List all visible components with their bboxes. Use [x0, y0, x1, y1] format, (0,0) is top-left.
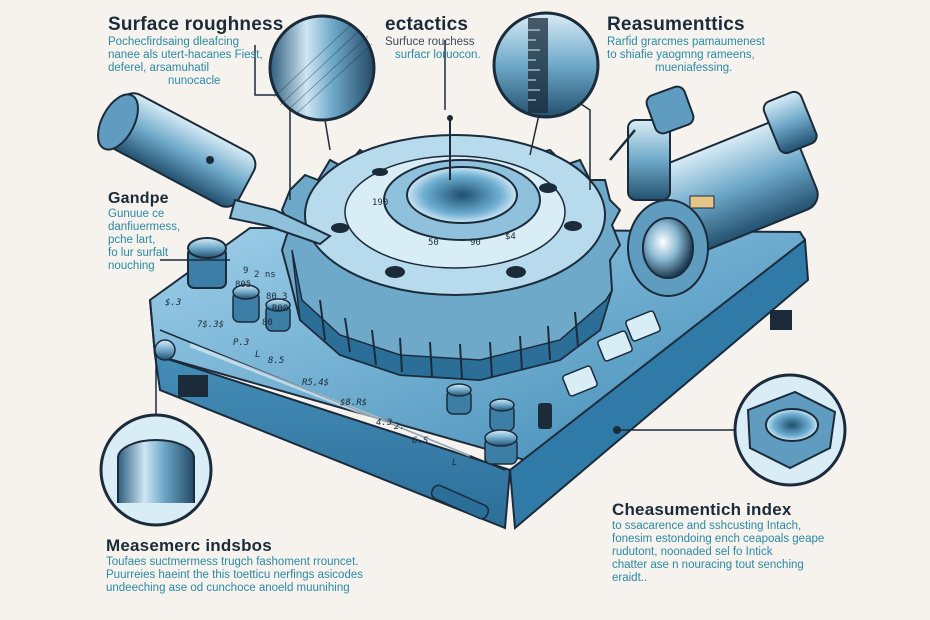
annotation-line: danfiuermess, — [108, 221, 181, 233]
knob-toggle — [538, 403, 552, 429]
bore — [406, 166, 518, 224]
panel-button-1 — [562, 365, 598, 397]
scale-label: R5,4$ — [302, 378, 330, 388]
probe-nose — [228, 198, 332, 246]
annotation-line: surfacr loruocon. — [395, 49, 481, 61]
annotation-line: mueniafessing. — [655, 62, 733, 74]
dial-number: 90 — [470, 238, 481, 248]
annotation-surface-roughness: Surface roughness Pochecfirdsaing dleafc… — [108, 14, 284, 88]
probe-screw — [206, 156, 214, 164]
head-lens — [642, 217, 694, 279]
annotation-line: deferel, arsamuhatil — [108, 62, 209, 74]
head-window — [689, 195, 715, 209]
annotation-title: Cheasumentich index — [612, 500, 792, 519]
panel-label: 2 ns — [254, 270, 276, 280]
knob-small-1 — [232, 284, 260, 323]
gear-side — [291, 249, 613, 381]
scale-label: L — [255, 350, 261, 360]
panel-label: 80 — [262, 318, 273, 328]
annotation-title: Measemerc indsbos — [106, 536, 272, 555]
knob-bottom-3 — [484, 429, 518, 465]
annotation-title: Gandpe — [108, 190, 169, 207]
annotation-line: fonesim estondoing ench ceapoals geape — [612, 533, 825, 545]
annotation-line: Puurreies haeint the this toetticu nerfi… — [106, 569, 363, 581]
annotation-line: to ssacarence and sshcusting Intach, — [612, 520, 802, 532]
head-rear — [762, 90, 818, 155]
knob-small-2 — [265, 298, 291, 332]
base-front-right — [508, 238, 810, 531]
annotation-line: Gunuue ce — [108, 208, 165, 220]
panel-label: 3 — [282, 292, 288, 302]
annotation-line: Pochecfirdsaing dleafcing — [108, 36, 240, 48]
annotation-line: undeeching ase od cunchoce anoeld muunih… — [106, 582, 350, 594]
scale-label: G.S — [412, 436, 429, 446]
annotation-reasumentics: Reasumenttics Rarfi̇d grarcmes pamaumene… — [607, 14, 765, 75]
panel-label: R00 — [272, 304, 289, 314]
annotation-measemerc: Measemerc indsbos Toufaes suctmermess tr… — [106, 536, 363, 595]
annotation-title: Reasumenttics — [607, 14, 745, 35]
annotation-line: Surfuce rouchess — [385, 36, 475, 48]
probe-cap — [97, 93, 139, 151]
scale-label: 2. — [394, 422, 405, 432]
scale-label: $8.R$ — [340, 398, 368, 408]
dial-number: 50 — [428, 238, 439, 248]
annotation-line: eraidt.. — [612, 572, 648, 584]
dial-number: $4 — [505, 232, 516, 242]
control-knobs — [187, 237, 661, 465]
panel-label: 9 — [243, 266, 249, 276]
small-probe-cap — [645, 85, 695, 135]
gear-holes — [331, 168, 582, 278]
scale-label: 4.3 — [376, 418, 393, 428]
scale-label: $.3 — [165, 298, 182, 308]
panel-button-3 — [625, 310, 661, 342]
annotation-line: fo lur surfalt — [108, 247, 169, 259]
panel-label: 80 — [266, 292, 277, 302]
knob-large — [187, 237, 227, 289]
ruler-edge-2 — [189, 343, 471, 457]
scale-label: 8.5 — [268, 356, 285, 366]
probe-tip — [447, 115, 453, 121]
annotation-ectactics: ectactics Surfuce rouchess surfacr loruo… — [385, 14, 481, 62]
annotation-line: Rarfi̇d grarcmes pamaumenest — [607, 36, 765, 48]
side-knob — [154, 339, 176, 361]
annotation-cheasument: Cheasumentich index to ssacarence and ss… — [612, 500, 824, 585]
callout-dot — [613, 426, 621, 434]
annotation-line: nanee als utert-hacanes Fiest, — [108, 49, 263, 61]
panel-button-2 — [597, 330, 633, 362]
scale-label: 7$.3$ — [197, 320, 225, 330]
small-probe-body — [627, 119, 671, 201]
detail-circle-cup — [733, 373, 847, 487]
annotation-title: Surface roughness — [108, 14, 284, 35]
right-measuring-head — [609, 85, 819, 297]
gear-assembly — [280, 115, 622, 382]
annotation-title: ectactics — [385, 14, 469, 35]
knob-bottom-1 — [446, 383, 472, 415]
annotation-line: rudutont, noonaded sel fo Intick — [612, 546, 773, 558]
base-front-left — [149, 299, 512, 530]
base-foot-left — [178, 375, 208, 397]
annotation-line: pche lart, — [108, 234, 156, 246]
detail-circle-knob — [99, 413, 213, 527]
scale-label: P.3 — [233, 338, 250, 348]
detail-circle-scale — [492, 11, 600, 119]
left-gauge-probe — [97, 92, 332, 246]
annotation-line: to shiafie yaogmng rameens, — [607, 49, 755, 61]
knob-bottom-2 — [489, 398, 515, 432]
annotation-line: chatter ase n nouracing tout senching — [612, 559, 804, 571]
base-foot-right — [770, 310, 792, 330]
annotation-line: nunocacle — [168, 75, 221, 87]
annotation-line: nouching — [108, 260, 155, 272]
gear-flank-lines — [319, 299, 579, 380]
annotation-line: Toufaes suctmermess trugch fashoment rro… — [106, 556, 359, 568]
detail-circle-surface — [268, 14, 376, 122]
side-slot — [430, 484, 490, 520]
scale-label: L — [452, 458, 458, 468]
annotation-gandpe: Gandpe Gunuue ce danfiuermess, pche lart… — [108, 190, 180, 273]
dial-number: 190 — [372, 198, 389, 208]
small-probe-tip — [609, 129, 636, 161]
panel-label: 805 — [235, 280, 252, 290]
